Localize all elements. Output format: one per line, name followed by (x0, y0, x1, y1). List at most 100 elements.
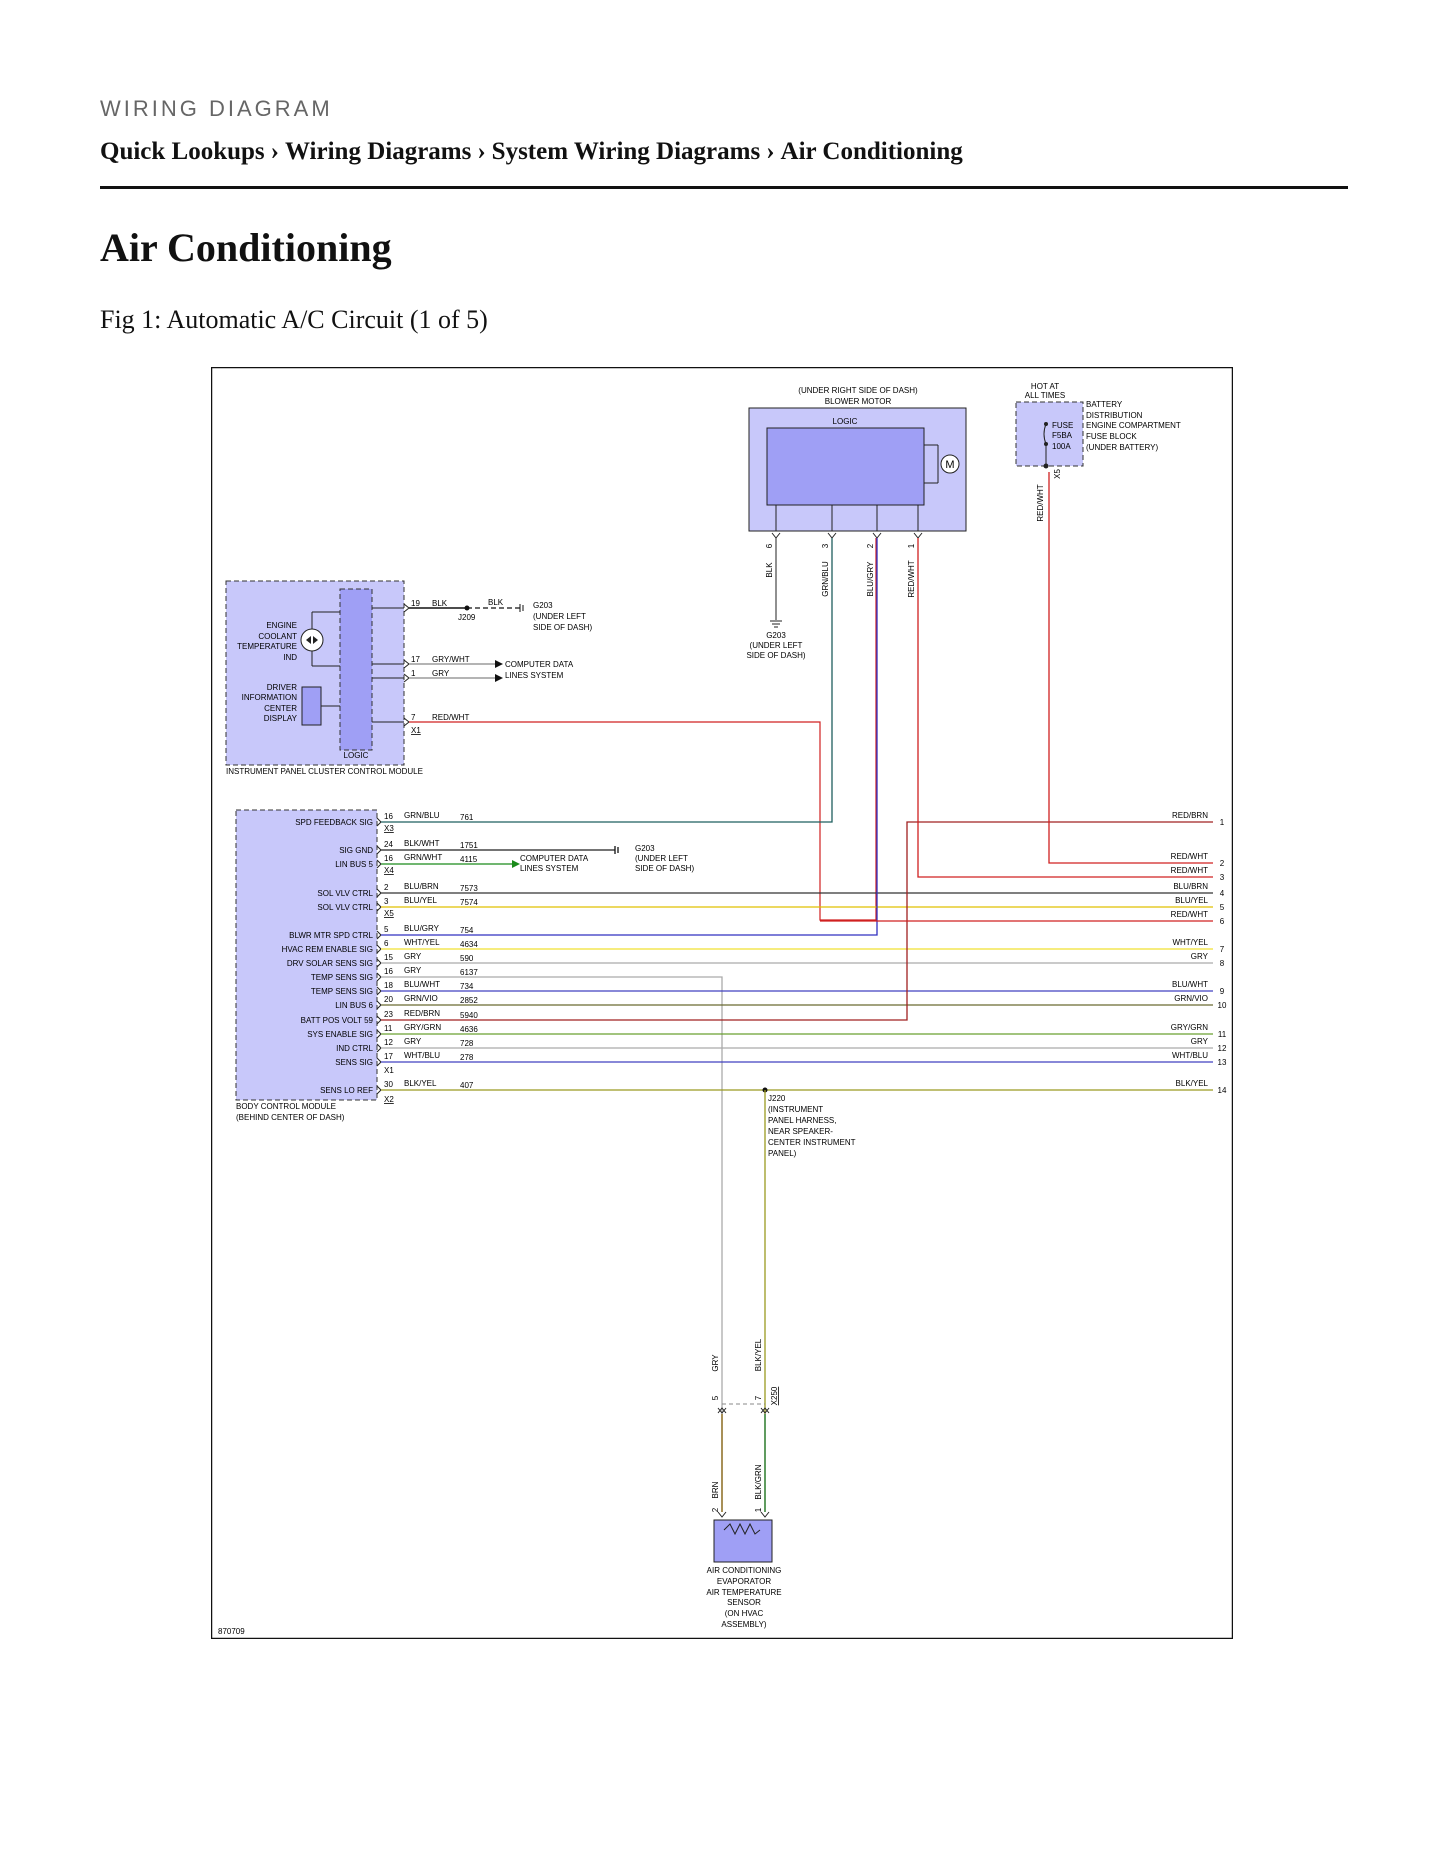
svg-text:17: 17 (411, 655, 420, 664)
bcm-wire-color: BLU/YEL (404, 896, 437, 905)
ipc-logic-label: LOGIC (344, 751, 369, 760)
breadcrumb-wiring-diagrams[interactable]: Wiring Diagrams (285, 138, 472, 165)
bcm-circuit-number: 1751 (460, 841, 478, 850)
bcm-signal-label: TEMP SENS SIG (311, 987, 373, 996)
ref-wire-color: GRY (1191, 1037, 1209, 1046)
ref-number: 9 (1220, 987, 1225, 996)
wiring-diagram: M (UNDER RIGHT SIDE OF DASH) BLOWER MOTO… (211, 367, 1233, 1639)
bcm-circuit-number: 2852 (460, 996, 478, 1005)
ref-wire-color: GRY/GRN (1171, 1023, 1208, 1032)
splice-j209: J209 (458, 613, 476, 622)
bcm-wires (381, 472, 1213, 1414)
bcm-pin-number: 30 (384, 1080, 393, 1089)
svg-text:AIR CONDITIONING: AIR CONDITIONING (707, 1566, 782, 1575)
motor-symbol: M (945, 459, 954, 471)
blower-wire-red-wht: RED/WHT (907, 560, 916, 597)
bcm-circuit-number: 754 (460, 926, 474, 935)
bcm-circuit-number: 7574 (460, 898, 478, 907)
sensor-upper-wire-blk-yel: BLK/YEL (754, 1338, 763, 1371)
bcm-circuit-number: 7573 (460, 884, 478, 893)
blower-wire-blk: BLK (765, 562, 774, 578)
svg-text:(UNDER LEFT: (UNDER LEFT (635, 854, 688, 863)
bcm-wire-color: WHT/BLU (404, 1051, 440, 1060)
breadcrumb-separator: › (477, 138, 486, 165)
bcm-signal-label: SYS ENABLE SIG (307, 1030, 373, 1039)
bcm-pin-number: 17 (384, 1052, 393, 1061)
svg-text:(UNDER BATTERY): (UNDER BATTERY) (1086, 443, 1158, 452)
ref-wire-color: BLU/WHT (1172, 980, 1208, 989)
svg-text:SENSOR: SENSOR (727, 1598, 761, 1607)
blower-wire-grn-blu: GRN/BLU (821, 561, 830, 597)
ref-number: 13 (1218, 1058, 1227, 1067)
breadcrumb: Quick Lookups›Wiring Diagrams›System Wir… (100, 138, 963, 166)
svg-text:IND: IND (283, 653, 297, 662)
svg-text:(UNDER LEFT: (UNDER LEFT (750, 641, 803, 650)
bcm-circuit-number: 5940 (460, 1011, 478, 1020)
ref-wire-color: GRY (1191, 952, 1209, 961)
breadcrumb-air-conditioning[interactable]: Air Conditioning (780, 138, 963, 165)
ref-wire-color: RED/BRN (1172, 811, 1208, 820)
bcm-signal-label: SOL VLV CTRL (317, 889, 373, 898)
svg-text:GRY/WHT: GRY/WHT (432, 655, 470, 664)
bcm-wire-color: BLU/BRN (404, 882, 439, 891)
svg-text:2: 2 (711, 1507, 720, 1512)
evap-sensor-icon (713, 1519, 773, 1563)
svg-text:LINES SYSTEM: LINES SYSTEM (520, 864, 579, 873)
svg-text:(UNDER LEFT: (UNDER LEFT (533, 612, 586, 621)
bcm-wire-color: BLU/GRY (404, 924, 440, 933)
breadcrumb-quick-lookups[interactable]: Quick Lookups (100, 138, 265, 165)
breadcrumb-system-wiring-diagrams[interactable]: System Wiring Diagrams (491, 138, 761, 165)
svg-text:AIR TEMPERATURE: AIR TEMPERATURE (706, 1588, 781, 1597)
svg-text:ENGINE: ENGINE (266, 621, 297, 630)
bcm-circuit-number: 4115 (460, 855, 478, 864)
svg-text:PANEL): PANEL) (768, 1149, 797, 1158)
ref-wire-color: RED/WHT (1171, 910, 1208, 919)
figure-id: 870709 (218, 1627, 245, 1636)
bcm-wire-color: GRY (404, 952, 422, 961)
bcm-pin-number: 6 (384, 939, 389, 948)
ref-number: 6 (1220, 917, 1225, 926)
ipc-wires (409, 538, 877, 921)
fuse-rating: 100A (1052, 442, 1071, 451)
svg-text:COMPUTER DATA: COMPUTER DATA (505, 660, 574, 669)
bcm-wire-color: BLK/WHT (404, 839, 440, 848)
ref-wire-color: WHT/BLU (1172, 1051, 1208, 1060)
bcm-wire-color: BLU/WHT (404, 980, 440, 989)
bcm-circuit-number: 407 (460, 1081, 474, 1090)
evap-sensor-section (713, 1403, 773, 1563)
bcm-pin-number: 18 (384, 981, 393, 990)
ref-number: 12 (1218, 1044, 1227, 1053)
svg-text:X4: X4 (384, 866, 394, 875)
svg-text:DISTRIBUTION: DISTRIBUTION (1086, 411, 1143, 420)
bcm-pin-number: 23 (384, 1010, 393, 1019)
bcm-pin-number: 16 (384, 967, 393, 976)
svg-text:DISPLAY: DISPLAY (264, 714, 298, 723)
svg-text:RED/WHT: RED/WHT (432, 713, 469, 722)
blower-logic-label: LOGIC (833, 417, 858, 426)
svg-text:PANEL HARNESS,: PANEL HARNESS, (768, 1116, 836, 1125)
ref-number: 8 (1220, 959, 1225, 968)
dic-display-icon (301, 686, 322, 726)
svg-text:EVAPORATOR: EVAPORATOR (717, 1577, 771, 1586)
bcm-circuit-number: 6137 (460, 968, 478, 977)
blower-motor: M (UNDER RIGHT SIDE OF DASH) BLOWER MOTO… (748, 386, 967, 532)
right-side-references: RED/BRN1RED/WHT2RED/WHT3BLU/BRN4BLU/YEL5… (820, 811, 1227, 1095)
bcm-wire-color: GRY (404, 966, 422, 975)
bcm-module: BODY CONTROL MODULE (BEHIND CENTER OF DA… (235, 809, 378, 1122)
ref-number: 4 (1220, 889, 1225, 898)
blower-location: (UNDER RIGHT SIDE OF DASH) (798, 386, 918, 395)
splice-j220: J220 (INSTRUMENT PANEL HARNESS, NEAR SPE… (768, 1094, 856, 1158)
blower-wire-blu-gry: BLU/GRY (866, 561, 875, 597)
ref-wire-color: GRN/VIO (1174, 994, 1208, 1003)
svg-text:X1: X1 (384, 1066, 394, 1075)
bcm-wire-color: GRN/BLU (404, 811, 440, 820)
svg-text:X3: X3 (384, 824, 394, 833)
ref-wire-color: BLU/YEL (1175, 896, 1208, 905)
ref-wire-color: RED/WHT (1171, 866, 1208, 875)
blower-pin-3: 3 (821, 543, 830, 548)
bcm-circuit-number: 761 (460, 813, 474, 822)
ref-number: 14 (1218, 1086, 1227, 1095)
blower-name: BLOWER MOTOR (825, 397, 892, 406)
svg-text:5: 5 (711, 1395, 720, 1400)
